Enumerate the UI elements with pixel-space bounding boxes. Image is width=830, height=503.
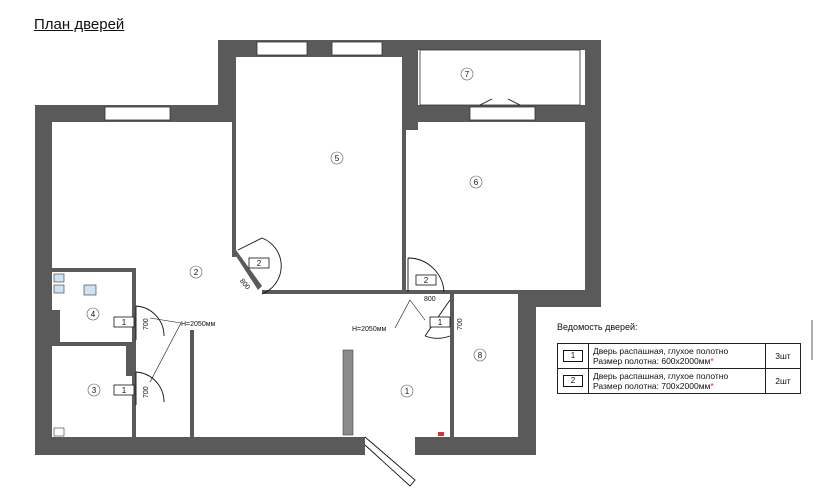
schedule-qty: 2шт bbox=[765, 368, 801, 394]
doors bbox=[135, 98, 521, 487]
accent-mark bbox=[438, 432, 444, 436]
leader-left bbox=[149, 317, 182, 383]
door-schedule-title: Ведомость дверей: bbox=[557, 322, 638, 332]
door-tag-room8: 1 bbox=[429, 316, 451, 328]
svg-text:2: 2 bbox=[424, 276, 429, 285]
door-entry bbox=[364, 436, 416, 487]
height-label-left: H=2050мм bbox=[181, 321, 216, 328]
schedule-desc-line2: Размер полотна: 600х2000мм bbox=[593, 356, 711, 366]
wall-top-right bbox=[400, 40, 600, 50]
door-schedule-table: 1 Дверь распашная, глухое полотно Размер… bbox=[557, 343, 801, 394]
wall-corridor-right-top bbox=[406, 290, 586, 294]
door-room3 bbox=[135, 371, 165, 405]
wall-room5-left bbox=[232, 57, 236, 257]
schedule-desc-line2: Размер полотна: 700х2000мм bbox=[593, 381, 711, 391]
wall-angled-left bbox=[232, 250, 262, 290]
door-tags: 2 2 1 1 1 bbox=[113, 257, 451, 396]
room-4: 4 bbox=[86, 307, 100, 321]
wall-bottom-left bbox=[35, 437, 365, 455]
wall-top-notch bbox=[218, 40, 235, 122]
door-balcony bbox=[479, 98, 521, 106]
svg-text:3: 3 bbox=[92, 386, 97, 395]
dim-700-room3: 700 bbox=[143, 386, 150, 398]
svg-text:6: 6 bbox=[474, 178, 479, 187]
door-schedule: Ведомость дверей: 1 Дверь распашная, глу… bbox=[557, 322, 801, 394]
schedule-mark: * bbox=[710, 356, 714, 366]
wall-corridor-left bbox=[190, 330, 194, 438]
wall-top-center bbox=[218, 40, 418, 57]
walls bbox=[35, 40, 601, 455]
door-tag-room4: 1 bbox=[113, 316, 135, 328]
kitchen-fixtures bbox=[53, 273, 97, 437]
wall-balcony-left bbox=[406, 40, 418, 130]
schedule-mark: * bbox=[710, 381, 714, 391]
wall-room5-right bbox=[402, 57, 406, 292]
plan-title: План дверей bbox=[34, 16, 125, 33]
height-label-right: H=2050мм bbox=[352, 326, 387, 333]
wall-corridor-top bbox=[270, 290, 415, 294]
door-room6 bbox=[407, 257, 445, 293]
wall-room2-bottom bbox=[52, 268, 136, 272]
wall-mid-stub bbox=[126, 342, 134, 376]
table-row: 2 Дверь распашная, глухое полотно Размер… bbox=[557, 368, 801, 394]
wall-left bbox=[35, 105, 52, 455]
door-tag-room5: 2 bbox=[248, 257, 270, 269]
wall-right-bottom bbox=[518, 290, 536, 455]
door-room5 bbox=[237, 237, 282, 295]
wall-room4-left bbox=[52, 310, 60, 342]
dim-800-room5: 800 bbox=[238, 278, 251, 292]
svg-text:1: 1 bbox=[405, 387, 410, 396]
leader-right bbox=[394, 299, 426, 329]
schedule-desc-line1: Дверь распашная, глухое полотно bbox=[593, 371, 729, 381]
entry-partition bbox=[342, 349, 354, 436]
room-2: 2 bbox=[189, 265, 203, 279]
room-6: 6 bbox=[469, 175, 483, 189]
schedule-tag: 1 bbox=[563, 350, 583, 362]
schedule-desc-line1: Дверь распашная, глухое полотно bbox=[593, 346, 729, 356]
schedule-tag: 2 bbox=[563, 375, 583, 387]
window-room5-b bbox=[331, 41, 383, 56]
table-row: 1 Дверь распашная, глухое полотно Размер… bbox=[557, 343, 801, 369]
wall-right-top bbox=[585, 40, 601, 307]
room-labels: 1 2 3 4 5 6 7 8 bbox=[86, 67, 487, 398]
windows bbox=[104, 41, 581, 121]
window-room6 bbox=[469, 106, 536, 121]
wall-room8-left bbox=[450, 294, 454, 437]
door-room4 bbox=[135, 305, 165, 340]
door-tag-room6: 2 bbox=[415, 274, 437, 286]
dim-700-room8: 700 bbox=[457, 318, 464, 330]
wall-bath-mid bbox=[52, 342, 136, 346]
window-room5-a bbox=[256, 41, 308, 56]
svg-text:1: 1 bbox=[122, 318, 127, 327]
svg-text:1: 1 bbox=[438, 318, 443, 327]
svg-text:5: 5 bbox=[335, 154, 340, 163]
room-1: 1 bbox=[400, 384, 414, 398]
window-balcony bbox=[419, 49, 581, 106]
wall-right-step bbox=[518, 290, 601, 307]
wall-bottom-right bbox=[415, 437, 536, 455]
dim-800-room6: 800 bbox=[424, 296, 436, 303]
dim-700-room4: 700 bbox=[143, 318, 150, 330]
svg-text:2: 2 bbox=[194, 268, 199, 277]
schedule-qty: 3шт bbox=[765, 343, 801, 369]
svg-text:4: 4 bbox=[91, 310, 96, 319]
window-room2 bbox=[104, 106, 171, 121]
door-tag-room3: 1 bbox=[113, 384, 135, 396]
room-5: 5 bbox=[330, 151, 344, 165]
svg-text:8: 8 bbox=[478, 351, 483, 360]
svg-text:1: 1 bbox=[122, 386, 127, 395]
room-7: 7 bbox=[460, 67, 474, 81]
room-8: 8 bbox=[473, 348, 487, 362]
svg-text:7: 7 bbox=[465, 70, 470, 79]
room-3: 3 bbox=[87, 383, 101, 397]
svg-text:2: 2 bbox=[257, 259, 262, 268]
